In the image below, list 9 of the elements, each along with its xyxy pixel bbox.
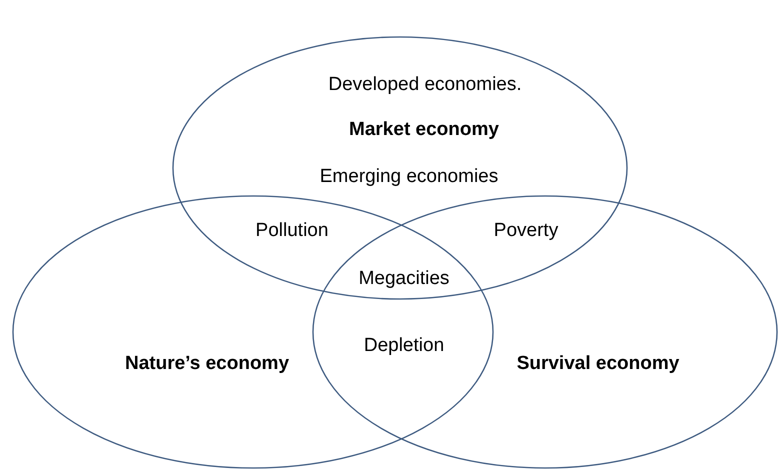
- overlap-label: Poverty: [494, 220, 558, 242]
- region-text: Developed economies.: [328, 74, 522, 96]
- overlap-label: Pollution: [256, 220, 328, 242]
- region-title: Market economy: [349, 119, 499, 141]
- region-text: Emerging economies: [320, 166, 498, 188]
- region-title: Survival economy: [516, 353, 680, 375]
- overlap-label: Depletion: [364, 335, 444, 357]
- overlap-label: Megacities: [358, 268, 450, 290]
- region-title: Nature’s economy: [125, 353, 289, 375]
